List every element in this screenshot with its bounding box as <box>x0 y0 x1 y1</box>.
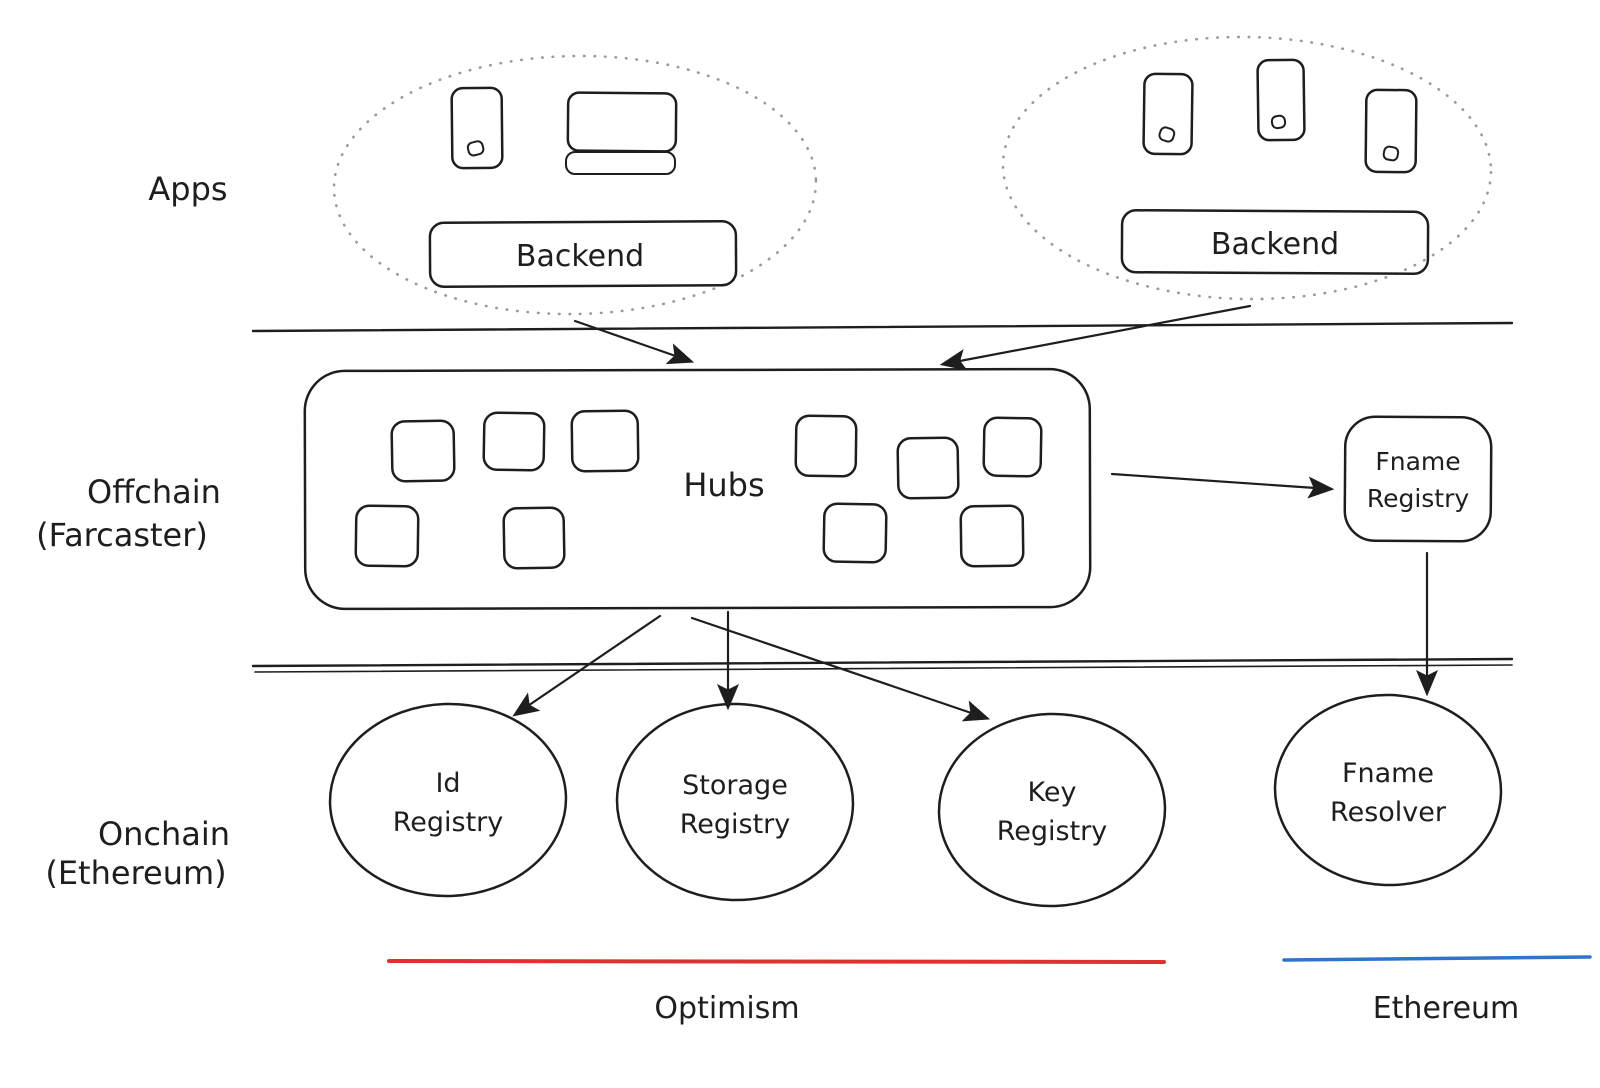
hub-node <box>822 502 888 564</box>
hub-node <box>982 416 1043 478</box>
offchain-row-label-line1: Offchain <box>87 473 221 511</box>
hub-node <box>354 504 420 568</box>
arrow-hubs-to-id-registry <box>512 614 662 717</box>
storage-registry-label-line1: Storage <box>682 770 788 801</box>
apps-left-group: Backend <box>332 54 818 316</box>
hub-node <box>482 411 546 472</box>
hub-node <box>390 419 456 483</box>
backend-label: Backend <box>516 239 644 274</box>
id-registry-circle: Id Registry <box>328 702 568 898</box>
fname-registry-label-line1: Fname <box>1375 447 1460 476</box>
arrow-backend-left-to-hubs <box>573 319 695 365</box>
app-group-outline <box>1001 35 1493 301</box>
optimism-label: Optimism <box>654 991 799 1026</box>
storage-registry-circle: Storage Registry <box>615 702 855 902</box>
phone-icon <box>450 86 504 170</box>
phone-icon <box>1364 88 1418 174</box>
optimism-underline <box>387 959 1166 964</box>
ethereum-label: Ethereum <box>1373 991 1520 1026</box>
offchain-onchain-divider <box>251 657 1514 673</box>
hub-node <box>794 414 858 478</box>
apps-right-group: Backend <box>1001 35 1493 301</box>
key-registry-label-line1: Key <box>1028 777 1077 808</box>
arrow-backend-right-to-hubs <box>939 304 1252 371</box>
arrow-hubs-to-fname-registry <box>1110 472 1335 499</box>
storage-registry-label-line2: Registry <box>680 809 791 840</box>
phone-icon <box>1256 58 1306 142</box>
app-group-outline <box>332 54 818 316</box>
onchain-row-label-line1: Onchain <box>98 815 230 853</box>
offchain-row-label-line2: (Farcaster) <box>36 516 208 554</box>
backend-label: Backend <box>1211 227 1339 262</box>
phone-icon <box>1142 72 1194 156</box>
hub-node <box>570 409 640 473</box>
onchain-row-label-line2: (Ethereum) <box>45 854 226 892</box>
fname-registry-label-line2: Registry <box>1367 484 1470 513</box>
apps-offchain-divider <box>251 321 1514 333</box>
backend-box-left: Backend <box>428 220 738 288</box>
backend-box-right: Backend <box>1120 209 1430 275</box>
fname-resolver-label-line1: Fname <box>1342 758 1434 789</box>
fname-registry-box: Fname Registry <box>1343 415 1493 543</box>
hub-node <box>896 436 960 500</box>
id-registry-label-line2: Registry <box>393 807 504 838</box>
id-registry-label-line1: Id <box>435 768 460 799</box>
ethereum-underline <box>1282 955 1592 962</box>
hub-node <box>502 506 566 570</box>
monitor-icon <box>565 91 678 175</box>
apps-row-label: Apps <box>148 170 227 208</box>
key-registry-label-line2: Registry <box>997 816 1108 847</box>
fname-resolver-circle: Fname Resolver <box>1273 693 1503 887</box>
hubs-box: Hubs <box>303 367 1092 611</box>
hubs-label: Hubs <box>683 466 764 504</box>
hub-node <box>959 504 1025 568</box>
key-registry-circle: Key Registry <box>937 712 1167 908</box>
fname-resolver-label-line2: Resolver <box>1330 797 1447 828</box>
arrow-hubs-to-key-registry <box>690 616 991 722</box>
